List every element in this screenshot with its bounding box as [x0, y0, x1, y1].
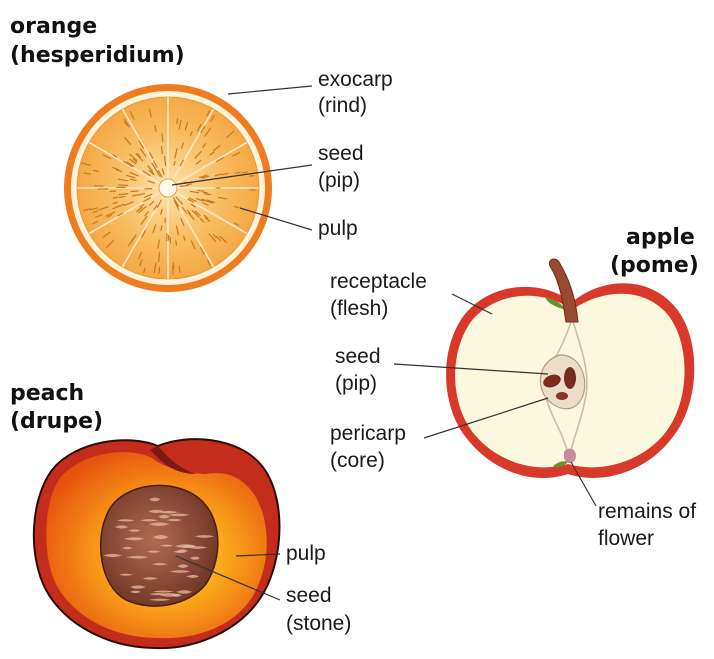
orange-center [159, 179, 177, 197]
apple-pericarp-sublabel: (core) [330, 449, 385, 472]
apple-seed-2 [564, 367, 576, 389]
apple-flower-remains [564, 449, 576, 464]
orange-seed-label: seed [318, 142, 364, 165]
apple-remains-sublabel: flower [598, 527, 654, 550]
peach-title: peach [10, 381, 84, 406]
orange-title: orange [10, 14, 97, 39]
apple-seed-label: seed [335, 345, 381, 368]
orange-subtitle: (hesperidium) [10, 43, 185, 68]
apple-diagram: apple (pome) receptacle (flesh) seed (pi… [330, 225, 699, 550]
apple-subtitle: (pome) [610, 253, 699, 278]
apple-receptacle-sublabel: (flesh) [330, 297, 388, 320]
peach-seed-sublabel: (stone) [286, 612, 351, 635]
apple-remains-label: remains of [598, 500, 696, 523]
orange-exocarp-sublabel: (rind) [318, 94, 367, 117]
apple-title: apple [626, 225, 695, 250]
apple-pericarp-label: pericarp [330, 422, 406, 445]
orange-seed-sublabel: (pip) [318, 169, 360, 192]
orange-exocarp-label: exocarp [318, 68, 393, 91]
peach-stone-shape [101, 485, 218, 606]
orange-exocarp-leader [228, 86, 312, 94]
apple-seed-3 [556, 392, 568, 400]
apple-seed-sublabel: (pip) [335, 372, 377, 395]
peach-pulp-label: pulp [286, 542, 326, 565]
peach-subtitle: (drupe) [10, 409, 103, 434]
orange-diagram: orange (hesperidium) exocarp (rind) seed… [10, 14, 393, 292]
apple-receptacle-label: receptacle [330, 270, 427, 293]
peach-diagram: peach (drupe) pulp seed (stone) [10, 381, 351, 648]
peach-seed-label: seed [286, 584, 332, 607]
orange-pulp-label: pulp [318, 217, 358, 240]
